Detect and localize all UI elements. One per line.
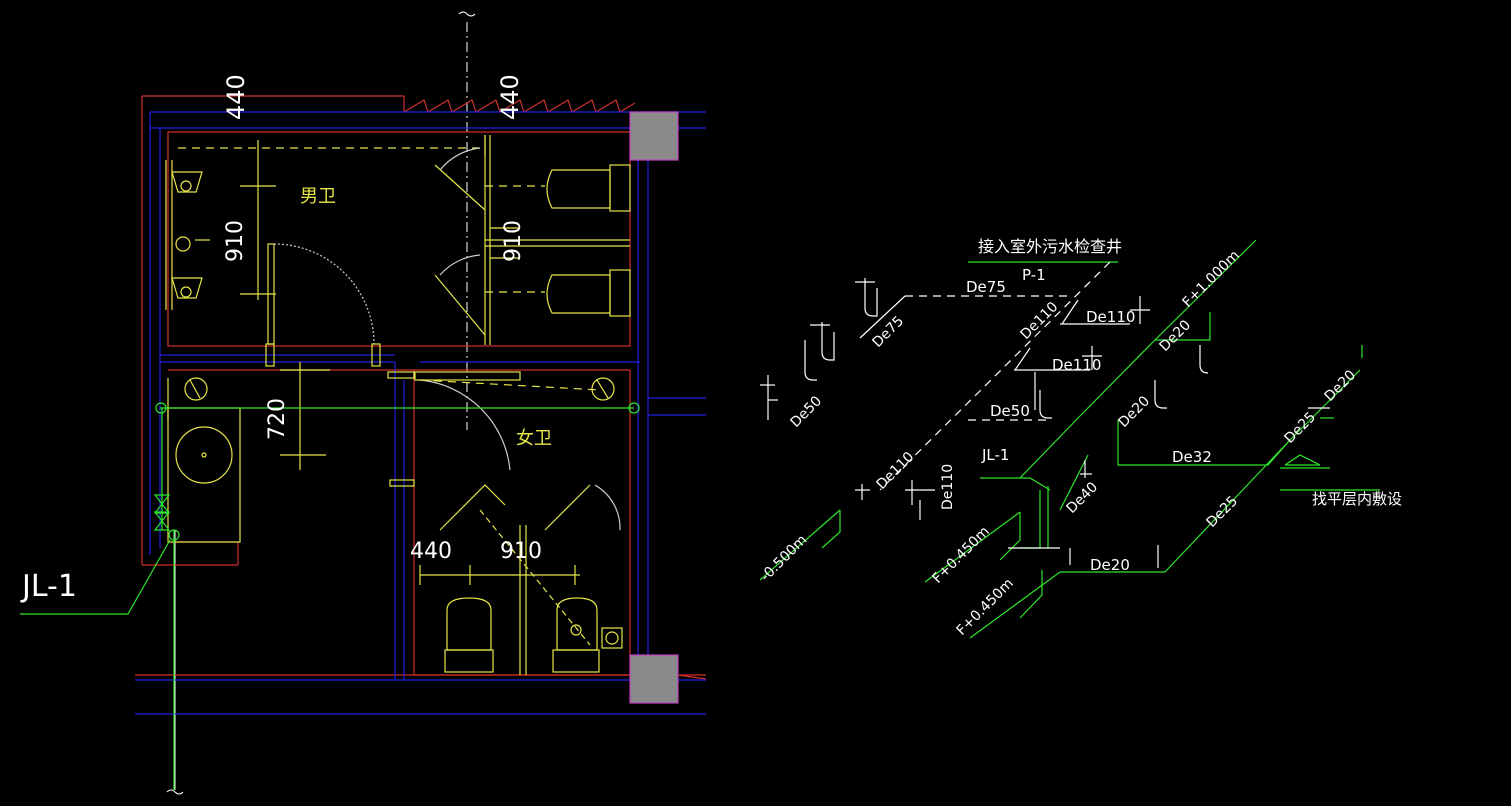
dim-men-right: 910: [501, 220, 526, 262]
iso-elev-floor-b: F+0.450m: [954, 576, 1017, 639]
iso-header: 接入室外污水检查井: [978, 237, 1122, 256]
dim-women-b: 910: [500, 539, 542, 564]
iso-pipe-id: P-1: [1022, 266, 1046, 284]
iso-green-lines: [759, 239, 1380, 639]
iso-size-de25-a: De25: [1282, 409, 1320, 447]
dim-men-left: 910: [223, 220, 248, 262]
iso-size-de110-a: De110: [1086, 308, 1135, 326]
urinal-bottom: [171, 277, 203, 299]
iso-size-de40: De40: [1064, 479, 1102, 517]
toilet-women-a: [446, 597, 492, 651]
red-walls: [135, 95, 707, 680]
supply-pipe: [20, 402, 640, 790]
toilet-women-b: [556, 597, 598, 651]
iso-size-de75b: De75: [870, 313, 908, 351]
iso-elev-upper: F+1.000m: [1180, 248, 1243, 311]
blue-walls: [135, 111, 706, 715]
iso-size-de110-e: De110: [940, 464, 956, 510]
iso-size-de20-c: De20: [1322, 367, 1360, 405]
iso-elev-floor-a: F+0.450m: [930, 524, 993, 587]
column-top-right: [629, 111, 679, 161]
room-men-label: 男卫: [300, 186, 336, 207]
iso-size-de50-a: De50: [788, 393, 826, 431]
toilet-top: [546, 169, 611, 209]
iso-elev-drain: -0.500m: [758, 532, 811, 585]
iso-size-de50-b: De50: [990, 402, 1030, 420]
room-women-label: 女卫: [516, 428, 552, 449]
isometric-diagram: 接入室外污水检查井 P-1 De75 De75 De110 De110 De11…: [758, 237, 1403, 639]
iso-size-de110-b: De110: [1018, 299, 1062, 343]
fixtures: [165, 135, 631, 675]
columns: [629, 111, 679, 704]
iso-size-de32: De32: [1172, 448, 1212, 466]
riser-label-plan: JL-1: [20, 569, 77, 604]
dim-women-a: 440: [410, 539, 452, 564]
iso-riser: JL-1: [981, 446, 1009, 464]
dim-mid-left: 720: [265, 398, 290, 440]
iso-size-de110-c: De110: [1052, 356, 1101, 374]
urinal-top: [171, 171, 203, 193]
iso-size-de20-a: De20: [1157, 317, 1195, 355]
iso-size-de75: De75: [966, 278, 1006, 296]
iso-size-de20-d: De20: [1090, 556, 1130, 574]
iso-size-de20-b: De20: [1116, 393, 1154, 431]
dim-top-right: 440: [496, 74, 524, 120]
iso-note: 找平层内敷设: [1312, 490, 1402, 508]
floor-plan: 440 440 910 910 720 440 910 男卫 女卫 JL-1: [20, 11, 707, 795]
axis-lines: [166, 11, 476, 795]
iso-drain-lines: [760, 261, 1330, 568]
iso-size-de110-d: De110: [874, 449, 918, 493]
dim-top-left: 440: [222, 74, 250, 120]
iso-size-de25-b: De25: [1204, 493, 1242, 531]
column-bottom-right: [629, 654, 679, 704]
toilet-bottom: [546, 274, 611, 314]
